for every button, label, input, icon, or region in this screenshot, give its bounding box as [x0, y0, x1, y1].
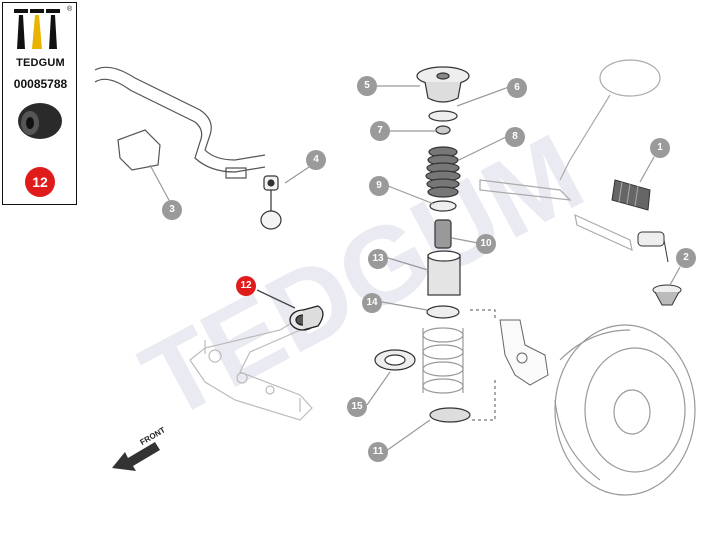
- callout-4: 4: [306, 150, 326, 170]
- callout-8: 8: [505, 127, 525, 147]
- product-info-box: ® TEDGUM 00085788 12: [2, 2, 77, 205]
- callout-3: 3: [162, 200, 182, 220]
- callout-2: 2: [676, 248, 696, 268]
- callout-15: 15: [347, 397, 367, 417]
- callout-9: 9: [369, 176, 389, 196]
- highlight-badge: 12: [25, 167, 55, 197]
- tie-rod-end: [637, 231, 669, 263]
- watermark-text: TEDGUM: [123, 111, 602, 443]
- callout-5: 5: [357, 76, 377, 96]
- rack-boot: [611, 179, 651, 211]
- callout-11: 11: [368, 442, 388, 462]
- bearing-ring-15: [374, 349, 416, 371]
- registered-mark: ®: [67, 6, 73, 13]
- callout-7: 7: [370, 121, 390, 141]
- callout-6: 6: [507, 78, 527, 98]
- part-number: 00085788: [13, 77, 68, 91]
- dust-cap: [652, 284, 682, 306]
- wheel: [554, 324, 696, 496]
- bushing-part-12: [256, 289, 324, 331]
- tedgum-logo-icon: [14, 9, 60, 49]
- leader-lines: [149, 85, 681, 452]
- steering-system: [479, 59, 661, 252]
- callout-10: 10: [476, 234, 496, 254]
- front-arrow-icon: [112, 442, 160, 471]
- callout-12: 12: [236, 276, 256, 296]
- callout-14: 14: [362, 293, 382, 313]
- brand-name: TEDGUM: [16, 57, 65, 69]
- strut-assembly: [416, 66, 471, 423]
- dashed-guide: [470, 309, 496, 421]
- steering-knuckle: [499, 319, 549, 386]
- stabilizer-bar: [94, 66, 266, 179]
- bushing-photo-icon: [18, 103, 62, 139]
- callout-13: 13: [368, 249, 388, 269]
- stabilizer-link: [260, 175, 282, 230]
- callout-1: 1: [650, 138, 670, 158]
- control-arm: [189, 317, 313, 421]
